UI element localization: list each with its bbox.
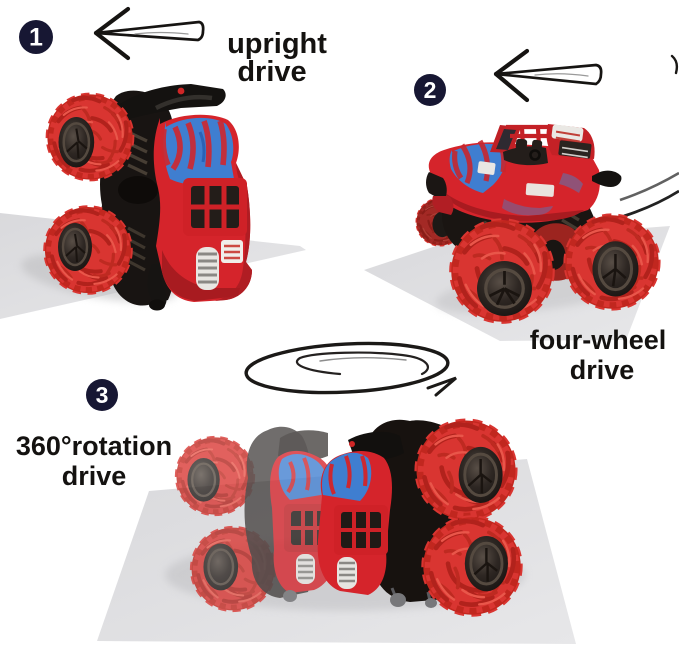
svg-text:four-wheel: four-wheel (530, 325, 667, 355)
svg-text:drive: drive (237, 56, 306, 88)
svg-text:drive: drive (62, 461, 127, 491)
svg-text:3: 3 (96, 382, 109, 408)
svg-text:360°rotation: 360°rotation (16, 431, 172, 461)
svg-text:upright: upright (227, 28, 327, 60)
svg-text:2: 2 (424, 77, 437, 103)
svg-text:drive: drive (570, 355, 635, 385)
svg-text:1: 1 (29, 24, 43, 52)
